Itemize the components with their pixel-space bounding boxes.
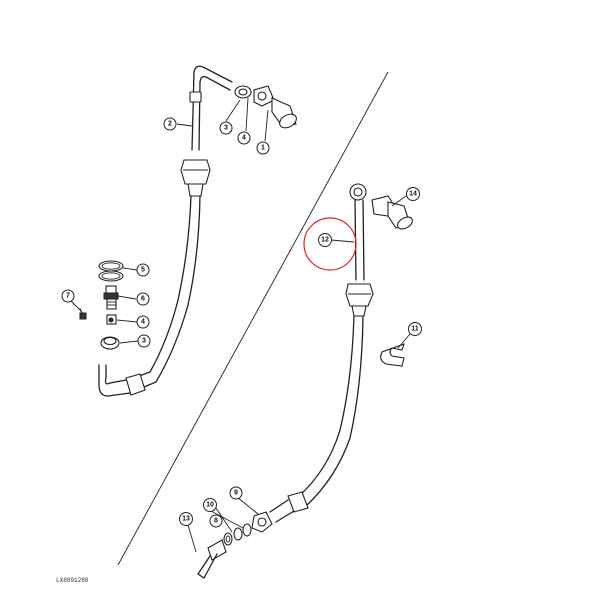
callout-4: 4 <box>237 131 251 145</box>
right-loose-parts <box>197 511 273 579</box>
leader-lines <box>69 97 411 553</box>
callout-2: 2 <box>163 117 177 131</box>
left-hose-assembly <box>98 65 297 397</box>
callout-3b: 3 <box>137 334 151 348</box>
right-hose-assembly <box>269 183 413 523</box>
callout-label: 4 <box>242 135 246 142</box>
divider-line <box>117 71 389 566</box>
callout-label: 9 <box>234 490 238 497</box>
callout-label: 14 <box>409 191 417 198</box>
callout-label: 1 <box>261 145 265 152</box>
callout-5: 5 <box>136 263 150 277</box>
callout-label: 11 <box>411 326 419 333</box>
callout-label: 2 <box>168 121 172 128</box>
callout-label: 7 <box>66 293 70 300</box>
callout-9: 9 <box>229 486 243 500</box>
callout-label: 10 <box>206 502 214 509</box>
callout-3: 3 <box>219 121 233 135</box>
callout-8: 8 <box>209 514 223 528</box>
callout-7: 7 <box>61 289 75 303</box>
callout-label: 4 <box>141 319 145 326</box>
callout-4b: 4 <box>136 315 150 329</box>
callout-label: 8 <box>214 518 218 525</box>
callout-13: 13 <box>179 512 193 526</box>
callout-12: 12 <box>318 233 332 247</box>
callout-1: 1 <box>256 141 270 155</box>
callout-14: 14 <box>406 187 420 201</box>
callout-label: 5 <box>141 267 145 274</box>
callout-10: 10 <box>203 498 217 512</box>
callout-label: 3 <box>224 125 228 132</box>
callout-11: 11 <box>408 322 422 336</box>
callout-label: 13 <box>182 516 190 523</box>
highlight-circle <box>303 217 357 271</box>
callout-label: 6 <box>141 296 145 303</box>
left-loose-parts <box>79 260 124 350</box>
callout-6: 6 <box>136 292 150 306</box>
callout-label: 3 <box>142 338 146 345</box>
figure-id: LX8891280 <box>56 577 89 584</box>
callout-label: 12 <box>321 237 329 244</box>
